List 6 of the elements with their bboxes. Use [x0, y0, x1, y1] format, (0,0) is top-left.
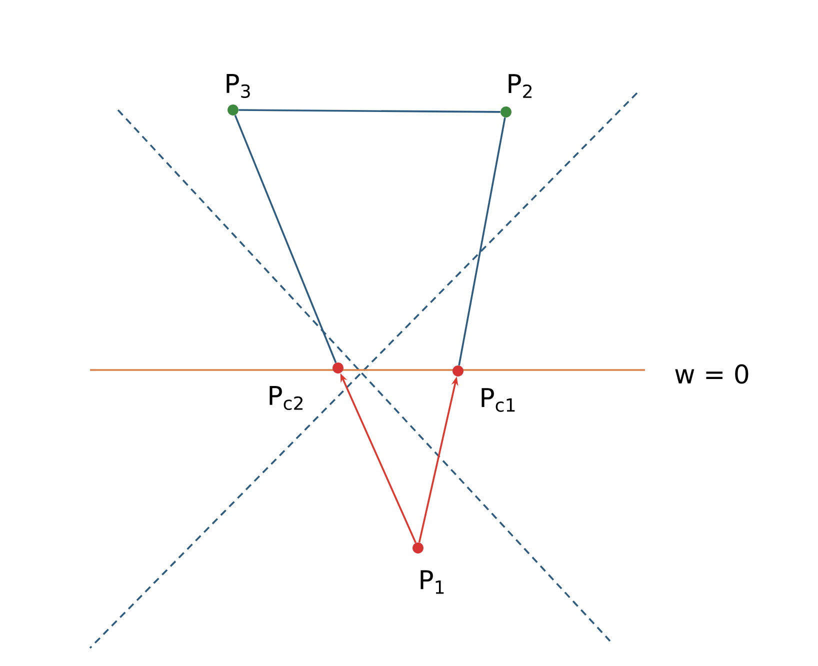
point-label: P$_{c1}$	[482, 388, 515, 412]
point-label: P$_{2}$	[508, 74, 532, 98]
point-label: P$_{c2}$	[270, 386, 302, 410]
point-label: P$_{3}$	[226, 74, 250, 98]
point-label: P$_{1}$	[420, 570, 444, 594]
equation-label: w = 0	[675, 364, 748, 384]
